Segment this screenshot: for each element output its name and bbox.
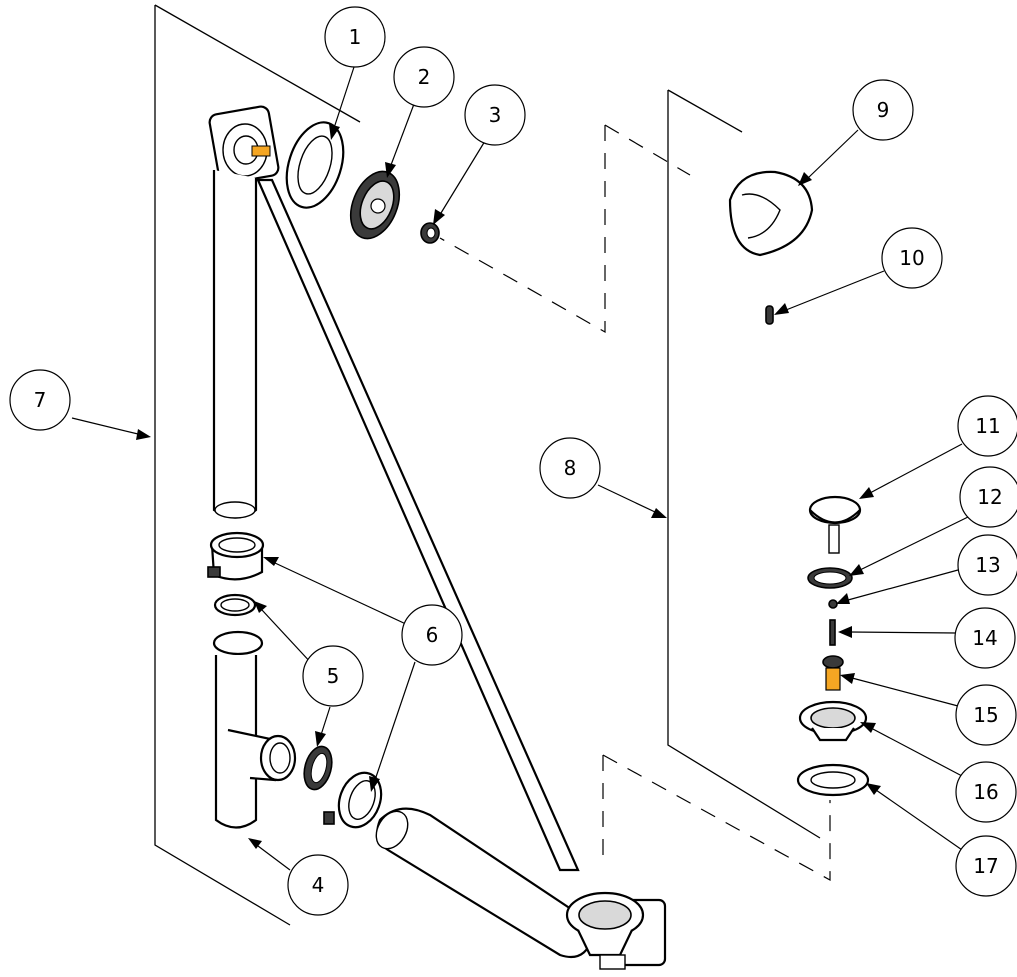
callout-17: 17 xyxy=(955,835,1017,897)
callout-12: 12 xyxy=(959,466,1017,528)
leader-lines xyxy=(71,63,969,871)
callout-label-12: 12 xyxy=(977,485,1002,509)
callout-label-10: 10 xyxy=(899,246,924,270)
overflow-faceplate xyxy=(349,170,401,240)
stopper-o-ring xyxy=(807,567,853,589)
callout-label-2: 2 xyxy=(418,65,431,89)
centerline-overflow xyxy=(439,125,606,334)
centerline-drain-2 xyxy=(602,754,831,882)
ball-bearing xyxy=(828,599,838,609)
callout-label-14: 14 xyxy=(972,626,997,650)
callout-8: 8 xyxy=(539,437,601,499)
callout-15: 15 xyxy=(955,684,1017,746)
callout-label-9: 9 xyxy=(877,98,890,122)
drain-flange xyxy=(798,700,868,742)
callout-2: 2 xyxy=(393,46,455,108)
callout-3: 3 xyxy=(464,84,526,146)
callout-label-15: 15 xyxy=(973,703,998,727)
callout-label-8: 8 xyxy=(564,456,577,480)
callout-7: 7 xyxy=(9,369,71,431)
callout-10: 10 xyxy=(881,227,943,289)
drain-gasket xyxy=(796,763,870,797)
wall-panel-left xyxy=(154,5,291,926)
wall-panel-left-top xyxy=(154,4,361,123)
callout-label-17: 17 xyxy=(973,854,998,878)
stopper-insert xyxy=(822,655,844,691)
callout-label-4: 4 xyxy=(312,873,325,897)
callout-16: 16 xyxy=(955,761,1017,823)
slip-washer-lower xyxy=(303,745,333,791)
overflow-assembly xyxy=(208,105,580,872)
callout-1: 1 xyxy=(324,6,386,68)
cover-screw xyxy=(765,305,774,325)
drain-stopper xyxy=(808,495,862,554)
centerline-overflow-top xyxy=(604,124,691,176)
wall-panel-right xyxy=(667,90,821,839)
callout-13: 13 xyxy=(957,534,1017,596)
callout-label-11: 11 xyxy=(975,414,1000,438)
callout-5-upper: 5 xyxy=(302,645,364,707)
slip-washer-upper xyxy=(213,593,257,617)
waste-tee xyxy=(212,630,297,829)
wall-panel-right-top xyxy=(667,89,743,133)
callout-label-3: 3 xyxy=(489,103,502,127)
overflow-nut xyxy=(420,222,440,244)
callout-label-16: 16 xyxy=(973,780,998,804)
callout-label-7: 7 xyxy=(34,388,47,412)
overflow-gasket xyxy=(285,121,345,209)
coupling-upper xyxy=(207,531,265,581)
callout-6: 6 xyxy=(401,604,463,666)
callout-11: 11 xyxy=(957,395,1017,457)
callout-label-1: 1 xyxy=(349,25,362,49)
callout-label-13: 13 xyxy=(975,553,1000,577)
stopper-pin xyxy=(829,619,836,646)
callout-9: 9 xyxy=(852,79,914,141)
callout-4: 4 xyxy=(287,854,349,916)
drain-shoe-assembly xyxy=(375,807,667,970)
callout-14: 14 xyxy=(954,607,1016,669)
callout-label-5-upper: 5 xyxy=(327,664,340,688)
callout-label-6: 6 xyxy=(426,623,439,647)
overflow-cover xyxy=(728,170,814,257)
